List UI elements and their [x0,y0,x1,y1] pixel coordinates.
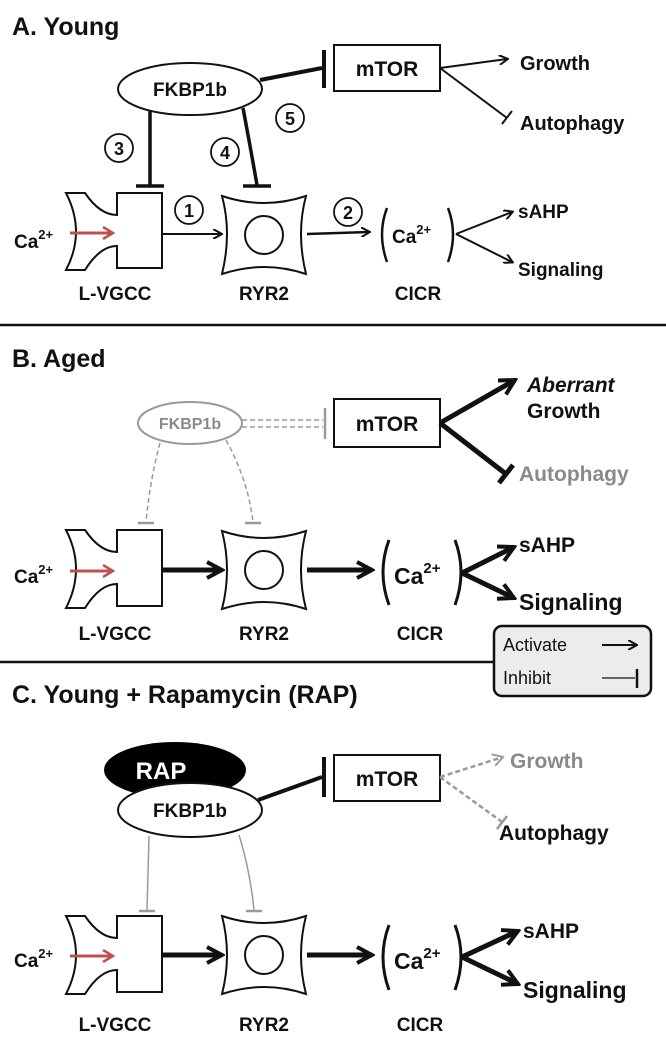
panel-b: B. Aged FKBP1b mTOR Aberrant Growth Auto… [12,345,629,645]
mtor-autophagy-faded [439,775,503,824]
ca-label-rap: Ca2+ [14,946,54,972]
lvgcc-channel-aged [64,529,163,609]
ryr2-label-aged: RYR2 [239,624,289,645]
autophagy-label-rap: Autophagy [499,822,609,845]
growth-label: Growth [520,53,590,75]
step-3-circle [104,133,134,163]
panel-c-title: C. Young + Rapamycin (RAP) [12,681,358,709]
mtor-autophagy-inhibit-aged [438,421,508,476]
cicr-label-rap: CICR [397,1015,444,1036]
signaling-label-aged: Signaling [519,589,623,615]
mtor-box [333,44,441,92]
sahp-label: sAHP [518,202,569,223]
autophagy-bar-aged [497,463,515,485]
fkbp1b-label-faded: FKBP1b [159,416,221,433]
fkbp1b-label-rap: FKBP1b [153,801,227,822]
cicr-right-bracket-rap [453,924,463,991]
fkbp-lvgcc-faded-rap [146,835,150,911]
step-2-label: 2 [343,203,353,223]
cicr-label: CICR [395,284,442,305]
autophagy-label: Autophagy [520,113,625,135]
signaling-label-rap: Signaling [523,977,627,1003]
fkbp1b-node-rap [117,782,263,838]
cicr-left-bracket [380,207,389,263]
cicr-signaling-arrow [455,233,512,262]
mtor-growth-faded-arrow [439,753,505,779]
autophagy-label-faded: Autophagy [519,463,629,486]
cicr-signaling-arrow-aged [460,570,514,598]
ryr2-pore-rap [244,935,284,975]
cicr-left-bracket-aged [381,539,391,606]
fkbp-lvgcc-faded [145,442,161,523]
cicr-sahp-arrow [455,212,512,235]
panel-b-title: B. Aged [12,345,106,373]
mtor-autophagy-inhibit [439,67,508,119]
ca-label: Ca2+ [14,227,54,253]
step-4-label: 4 [220,143,230,163]
sahp-label-rap: sAHP [523,920,579,943]
cicr-sahp-arrow-rap [460,931,518,960]
cicr-left-bracket-rap [381,924,391,991]
cicr-ca-label-aged: Ca2+ [394,560,441,589]
mtor-box-rap [333,754,441,802]
legend: Activate Inhibit [492,624,653,698]
cicr-signaling-arrow-rap [460,954,518,984]
cicr-label-aged: CICR [397,624,444,645]
ryr2-pore-aged [244,550,284,590]
aberrant-label: Aberrant [526,374,616,397]
cicr-right-bracket [446,207,455,263]
mtor-aberrant-growth-arrow [438,377,515,426]
ryr2-label: RYR2 [239,284,289,305]
step-2-circle [333,197,363,227]
fkbp-rap-mtor-inhibit [257,775,323,802]
ryr2-pore [244,215,284,255]
signaling-label: Signaling [518,260,604,281]
panel-c: C. Young + Rapamycin (RAP) RAP FKBP1b mT… [12,681,627,1036]
panel-a-title: A. Young [12,13,119,41]
step-5-circle [275,103,305,133]
step-3-label: 3 [114,139,124,159]
fkbp1b-node [117,62,263,116]
cicr-sahp-arrow-aged [460,547,514,576]
fkbp-ryr2-faded [225,439,254,523]
autophagy-faded-bar [496,815,508,830]
step-4-circle [210,137,240,167]
mtor-box-aged [333,398,441,448]
lvgcc-label-rap: L-VGCC [79,1015,152,1036]
fkbp-ryr2-inhibit [241,107,259,186]
ryr2-cicr-arrow [306,232,369,234]
mtor-label-aged: mTOR [356,413,419,436]
cicr-right-bracket-aged [453,539,463,606]
legend-inhibit-label: Inhibit [503,668,551,688]
fkbp-mtor-inhibit [259,66,323,82]
fkbp1b-node-faded [137,401,243,445]
fkbp1b-label: FKBP1b [153,80,227,101]
mtor-label-rap: mTOR [356,768,419,791]
legend-activate-label: Activate [503,635,567,655]
growth-label-faded: Growth [510,750,584,773]
aberrant-growth-label: Growth [527,400,601,423]
fkbp-ryr2-faded-rap [238,834,255,911]
mtor-growth-arrow [439,59,507,69]
step-1-circle [174,195,204,225]
sahp-label-aged: sAHP [519,534,575,557]
ryr2-label-rap: RYR2 [239,1015,289,1036]
cicr-ca-label: Ca2+ [392,222,432,248]
rap-label: RAP [136,758,187,785]
cicr-ca-label-rap: Ca2+ [394,945,441,974]
step-5-label: 5 [285,109,295,129]
lvgcc-label: L-VGCC [79,284,152,305]
ca-label-aged: Ca2+ [14,562,54,588]
mtor-label: mTOR [356,58,419,81]
lvgcc-label-aged: L-VGCC [79,624,152,645]
step-1-label: 1 [184,201,194,221]
autophagy-bar [501,110,513,125]
panel-a: A. Young FKBP1b mTOR Growth Autophagy 3 … [12,13,625,305]
